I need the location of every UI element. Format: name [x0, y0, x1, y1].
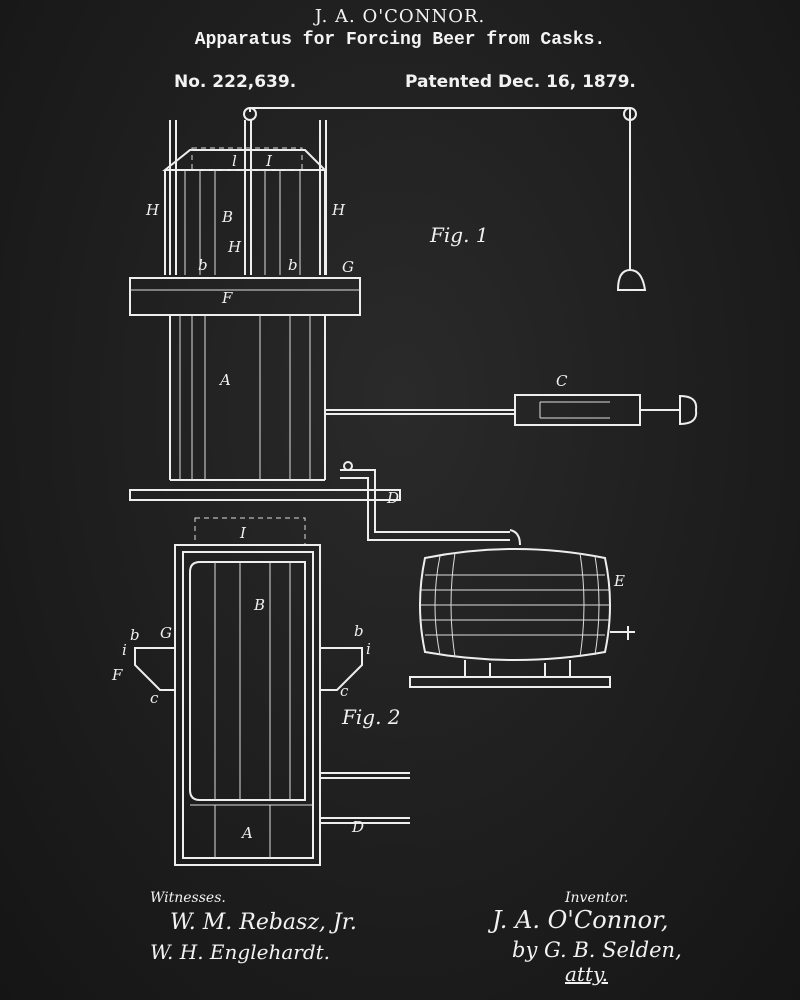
barrel-tap — [610, 626, 635, 640]
label-G: G — [342, 258, 354, 276]
flange-right — [319, 647, 363, 691]
fig1-apparatus — [129, 107, 698, 688]
syringe-pipe — [325, 409, 515, 415]
label-l: l — [232, 152, 237, 170]
label2-F: F — [111, 666, 123, 684]
flange-F — [129, 277, 361, 316]
label-b: b — [198, 256, 208, 274]
fig2-section — [134, 517, 410, 866]
cylinder-A — [169, 315, 326, 481]
label2-G: G — [160, 624, 172, 642]
label2-I: I — [239, 524, 247, 542]
label2-c2: c — [340, 682, 349, 700]
label-D: D — [386, 489, 399, 507]
label2-D: D — [351, 818, 364, 836]
fig1-label: Fig. 1 — [429, 223, 489, 247]
label2-i2: i — [366, 640, 371, 658]
patent-date: Patented Dec. 16, 1879. — [405, 72, 636, 92]
label2-b2: b — [354, 622, 364, 640]
attorney-signature: by G. B. Selden, — [512, 938, 682, 962]
guide-rods — [169, 120, 327, 275]
barrel-stand — [464, 660, 571, 678]
tap — [343, 461, 353, 471]
pulley-rope-weight — [249, 107, 647, 291]
witness-1-signature: W. M. Rebasz, Jr. — [170, 910, 357, 935]
attorney-title: atty. — [565, 962, 608, 986]
inventor-label: Inventor. — [565, 890, 629, 906]
label-A: A — [218, 371, 231, 389]
label2-b: b — [130, 626, 140, 644]
label2-c: c — [150, 689, 159, 707]
inventor-signature: J. A. O'Connor, — [492, 906, 669, 934]
pipe-D — [340, 469, 521, 546]
witnesses-label: Witnesses. — [150, 890, 226, 906]
pulley-right — [623, 107, 637, 121]
label-H2: H — [227, 238, 242, 256]
label2-A: A — [240, 824, 253, 842]
label2-B: B — [253, 596, 265, 614]
label-b2: b — [288, 256, 298, 274]
outer-cylinder — [174, 544, 321, 866]
dashed-piston — [191, 147, 303, 171]
inventor-name: J. A. O'CONNOR. — [314, 6, 486, 27]
base-plate — [129, 489, 401, 501]
syringe-handle — [640, 394, 698, 426]
fig2-pipes — [320, 772, 410, 824]
patent-title: Apparatus for Forcing Beer from Casks. — [194, 30, 606, 50]
fig2-label: Fig. 2 — [341, 705, 401, 729]
barrel-E — [419, 548, 611, 661]
label-F: F — [221, 289, 233, 307]
label-H3: H — [331, 201, 346, 219]
label-C: C — [556, 372, 568, 390]
label-H: H — [145, 201, 160, 219]
label-I: I — [265, 152, 273, 170]
syringe-C — [514, 394, 641, 426]
witness-2-signature: W. H. Englehardt. — [150, 940, 331, 964]
barrel-base — [409, 676, 611, 688]
label-B: B — [221, 208, 233, 226]
label-E: E — [613, 572, 625, 590]
inner-cylinder-B — [189, 561, 306, 801]
patent-number: No. 222,639. — [174, 72, 297, 92]
label2-i: i — [122, 641, 127, 659]
flange-left — [134, 647, 176, 691]
